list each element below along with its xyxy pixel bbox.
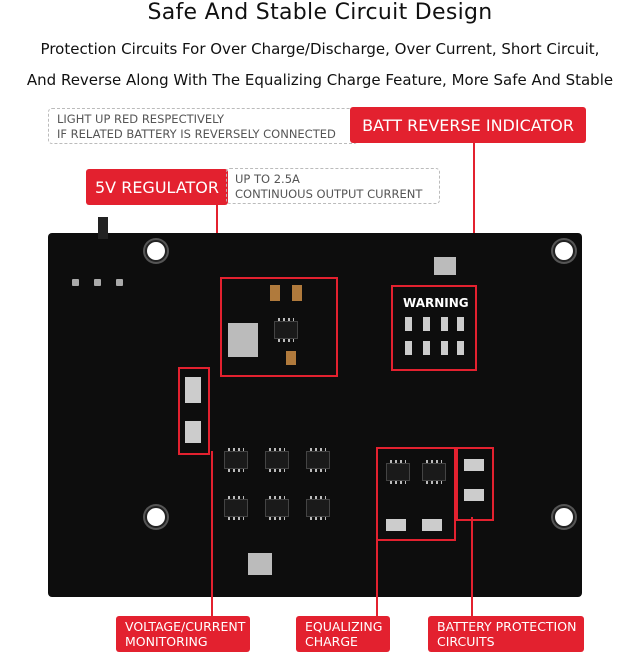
resistor	[422, 519, 442, 531]
voltage-monitoring-label: VOLTAGE/CURRENT MONITORING	[116, 616, 250, 652]
capacitor	[286, 351, 296, 365]
batt-reverse-note-line1: LIGHT UP RED RESPECTIVELY	[57, 112, 225, 126]
mosfet-chip	[306, 448, 330, 472]
led	[423, 341, 430, 355]
regulator-note-line2: CONTINUOUS OUTPUT CURRENT	[235, 187, 423, 201]
page-title: Safe And Stable Circuit Design	[147, 0, 493, 25]
monitoring-connector-line	[211, 451, 213, 617]
warning-label: WARNING	[403, 296, 469, 310]
connector	[248, 553, 272, 575]
battery-label-line2: CIRCUITS	[437, 634, 495, 649]
voltage-label-line1: VOLTAGE/CURRENT	[125, 619, 246, 634]
regulator-label: 5V REGULATOR	[86, 169, 228, 205]
batt-reverse-note: LIGHT UP RED RESPECTIVELY IF RELATED BAT…	[48, 108, 358, 144]
battery-connector-line	[471, 517, 473, 617]
protection-component	[464, 489, 484, 501]
led	[441, 341, 448, 355]
battery-protection-box	[456, 447, 494, 521]
equalizer-chip	[422, 460, 446, 484]
battery-protection-label: BATTERY PROTECTION CIRCUITS	[428, 616, 584, 652]
batt-reverse-label: BATT REVERSE INDICATOR	[350, 107, 586, 143]
batt-reverse-note-line2: IF RELATED BATTERY IS REVERSELY CONNECTE…	[57, 127, 336, 141]
mount-hole	[145, 506, 167, 528]
subtitle-line-1: Protection Circuits For Over Charge/Disc…	[40, 40, 600, 58]
circuit-board: WARNING	[48, 217, 582, 597]
equalizing-connector-line	[376, 537, 378, 617]
voltage-label-line2: MONITORING	[125, 634, 208, 649]
pin	[116, 279, 123, 286]
shunt-resistor	[185, 421, 201, 443]
capacitor	[270, 285, 280, 301]
pin	[94, 279, 101, 286]
equalizing-charge-label: EQUALIZING CHARGE	[296, 616, 390, 652]
mosfet-chip	[224, 496, 248, 520]
mount-hole	[553, 240, 575, 262]
shunt-resistor	[185, 377, 201, 403]
regulator-box	[220, 277, 338, 377]
led	[441, 317, 448, 331]
connector	[434, 257, 456, 275]
equalizer-chip	[386, 460, 410, 484]
protection-component	[464, 459, 484, 471]
mosfet-chip	[306, 496, 330, 520]
inductor	[228, 323, 258, 357]
led	[405, 341, 412, 355]
mosfet-chip	[265, 496, 289, 520]
mount-hole	[145, 240, 167, 262]
resistor	[386, 519, 406, 531]
mount-hole	[553, 506, 575, 528]
equalizing-label-line1: EQUALIZING	[305, 619, 383, 634]
regulator-chip	[274, 318, 298, 342]
batt-reverse-connector-line	[473, 143, 475, 281]
equalizing-box	[376, 447, 456, 541]
regulator-note-line1: UP TO 2.5A	[235, 172, 300, 186]
led	[457, 317, 464, 331]
pin	[72, 279, 79, 286]
monitoring-box	[178, 367, 210, 455]
capacitor	[292, 285, 302, 301]
mosfet-chip	[265, 448, 289, 472]
battery-label-line1: BATTERY PROTECTION	[437, 619, 577, 634]
subtitle-line-2: And Reverse Along With The Equalizing Ch…	[26, 71, 614, 89]
led	[423, 317, 430, 331]
equalizing-label-line2: CHARGE	[305, 634, 358, 649]
led	[405, 317, 412, 331]
warning-box: WARNING	[391, 285, 477, 371]
regulator-note: UP TO 2.5A CONTINUOUS OUTPUT CURRENT	[226, 168, 440, 204]
mosfet-chip	[224, 448, 248, 472]
switch-knob	[98, 217, 108, 239]
led	[457, 341, 464, 355]
